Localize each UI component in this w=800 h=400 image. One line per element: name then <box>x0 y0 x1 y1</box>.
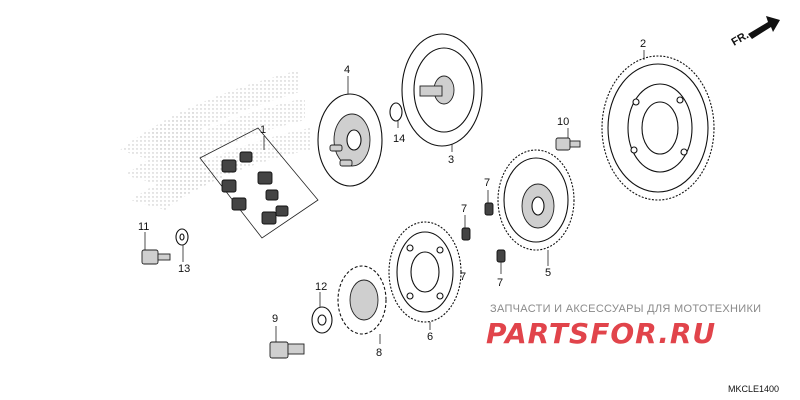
sprocket-6 <box>388 221 462 323</box>
callout-1: 1 <box>260 124 266 136</box>
callout-2: 2 <box>640 38 646 50</box>
watermark-logo: PARTSFOR.RU <box>486 317 717 350</box>
washer-12 <box>311 306 333 334</box>
one-way-clutch-8 <box>337 265 387 335</box>
bolt-9 <box>269 341 305 359</box>
front-direction-label: FR. <box>730 29 751 48</box>
callout-6: 6 <box>427 331 433 343</box>
roller-7 <box>461 202 506 263</box>
callouts: 1 2 3 4 5 6 7 7 7 7 8 9 10 11 12 13 14 <box>138 38 646 359</box>
callout-14: 14 <box>393 133 405 145</box>
callout-10: 10 <box>557 116 569 128</box>
leader-lines <box>144 50 645 344</box>
callout-3: 3 <box>448 154 454 166</box>
front-direction-indicator: FR. <box>730 16 780 49</box>
callout-11: 11 <box>138 221 149 233</box>
clutch-hub-4 <box>317 93 383 187</box>
callout-12: 12 <box>315 281 327 293</box>
driven-gear-2 <box>601 55 715 201</box>
callout-5: 5 <box>545 267 551 279</box>
washer-13 <box>175 228 189 246</box>
diagram-code: MKCLE1400 <box>728 384 780 394</box>
callout-7d: 7 <box>460 271 466 283</box>
callout-13: 13 <box>178 263 190 275</box>
callout-7c: 7 <box>497 277 503 289</box>
circlip-14 <box>389 102 403 122</box>
rotor-3 <box>401 33 483 147</box>
callout-7a: 7 <box>484 177 490 189</box>
callout-4: 4 <box>344 64 350 76</box>
brand-wing-background <box>120 70 310 210</box>
bolt-11 <box>141 249 171 265</box>
callout-9: 9 <box>272 313 278 325</box>
callout-8: 8 <box>376 347 382 359</box>
watermark-caption: ЗАПЧАСТИ И АКСЕССУАРЫ ДЛЯ МОТОТЕХНИКИ <box>490 303 762 315</box>
callout-7b: 7 <box>461 203 467 215</box>
bolt-10 <box>555 137 581 151</box>
arrow-icon <box>748 16 780 39</box>
starter-clutch-5 <box>497 149 575 251</box>
damper-rubber-set <box>199 127 319 239</box>
